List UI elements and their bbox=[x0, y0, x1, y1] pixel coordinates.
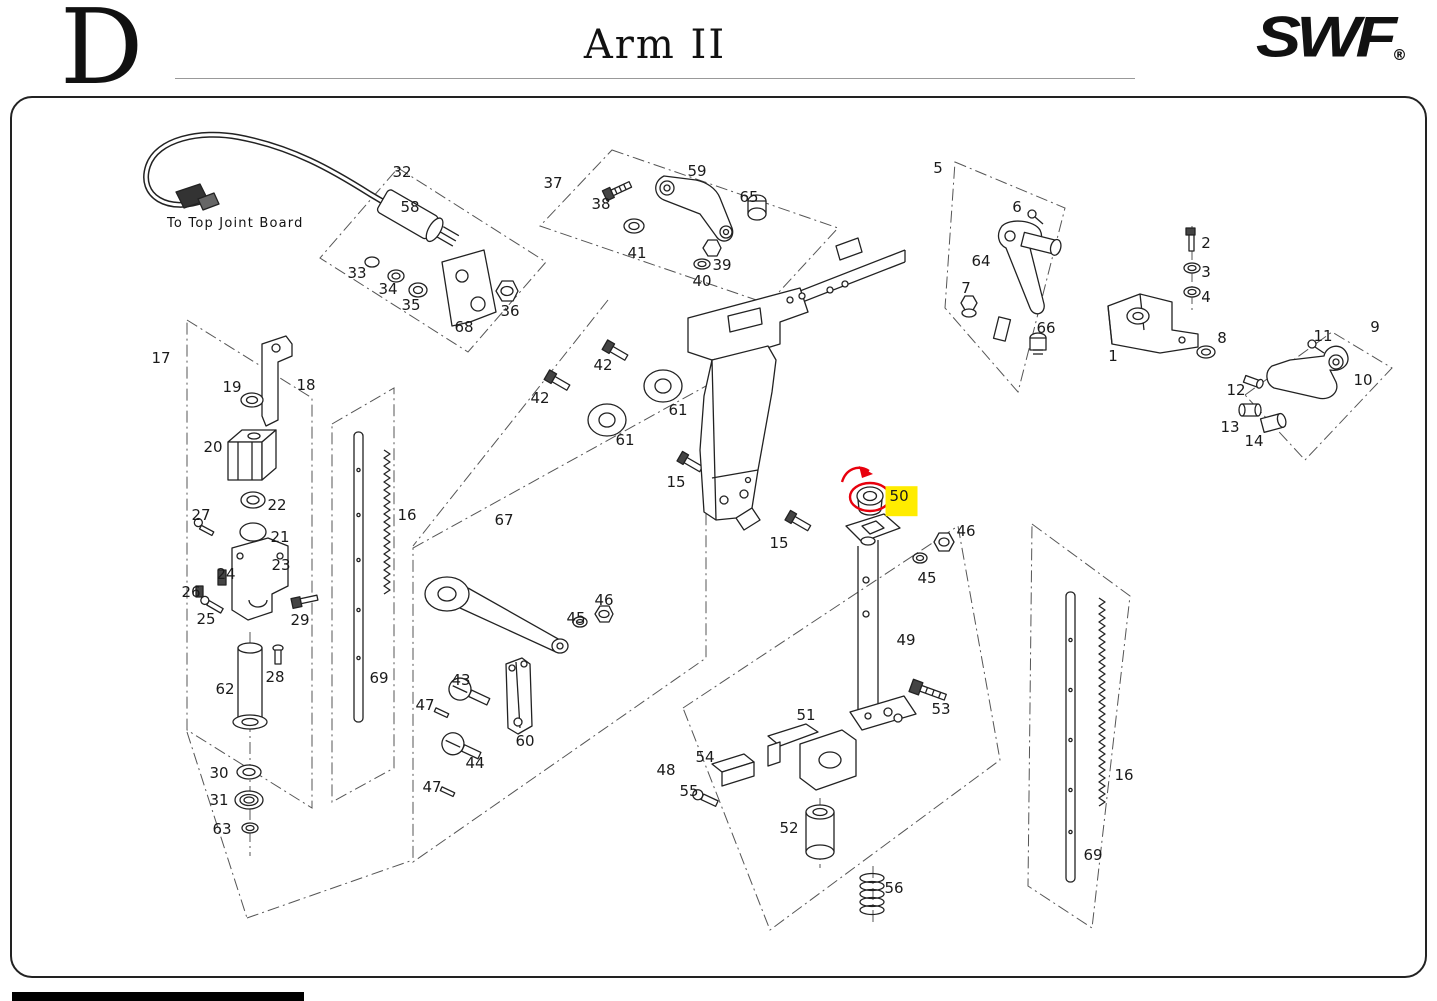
brand-logo: SWF ® bbox=[1256, 6, 1407, 68]
brand-logo-text: SWF bbox=[1255, 4, 1397, 70]
title-underline: Arm II bbox=[175, 22, 1135, 79]
section-letter: D bbox=[60, 0, 144, 108]
footer-bar bbox=[12, 992, 304, 1001]
page-title: Arm II bbox=[583, 22, 727, 68]
diagram-panel bbox=[10, 96, 1427, 978]
registered-mark-icon: ® bbox=[1392, 46, 1407, 64]
